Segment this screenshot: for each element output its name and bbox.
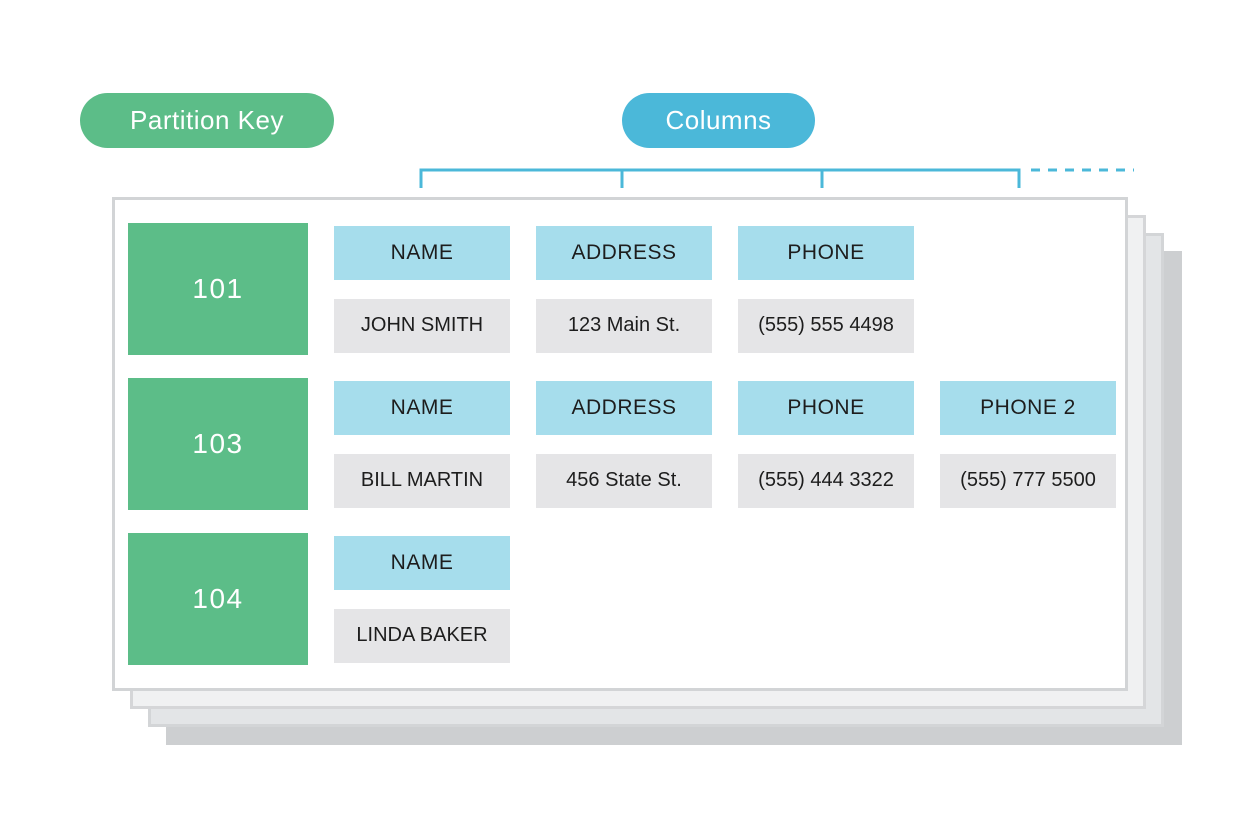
column: PHONE (555) 555 4498 [738, 223, 914, 355]
column: ADDRESS 456 State St. [536, 378, 712, 510]
column: PHONE 2 (555) 777 5500 [940, 378, 1116, 510]
column-header: PHONE [738, 380, 914, 435]
column-value: LINDA BAKER [334, 608, 510, 663]
table-row: 104 NAME LINDA BAKER [128, 533, 1125, 665]
column-value: 123 Main St. [536, 298, 712, 353]
column-header: PHONE [738, 225, 914, 280]
column-value: BILL MARTIN [334, 453, 510, 508]
partition-key-cell: 104 [128, 533, 308, 665]
column-value: (555) 555 4498 [738, 298, 914, 353]
table-row: 103 NAME BILL MARTIN ADDRESS 456 State S… [128, 378, 1125, 510]
column-value: (555) 444 3322 [738, 453, 914, 508]
column-header: PHONE 2 [940, 380, 1116, 435]
column-header: NAME [334, 535, 510, 590]
partition-key-cell: 101 [128, 223, 308, 355]
column: NAME LINDA BAKER [334, 533, 510, 665]
columns-pill: Columns [622, 93, 815, 148]
column-value: (555) 777 5500 [940, 453, 1116, 508]
partition-key-pill: Partition Key [80, 93, 334, 148]
column: NAME BILL MARTIN [334, 378, 510, 510]
column-header: NAME [334, 380, 510, 435]
column-header: ADDRESS [536, 225, 712, 280]
column: NAME JOHN SMITH [334, 223, 510, 355]
column-value: JOHN SMITH [334, 298, 510, 353]
table-row: 101 NAME JOHN SMITH ADDRESS 123 Main St.… [128, 223, 1125, 355]
column: ADDRESS 123 Main St. [536, 223, 712, 355]
wide-column-table-card: 101 NAME JOHN SMITH ADDRESS 123 Main St.… [112, 197, 1128, 691]
partition-key-pill-label: Partition Key [130, 105, 284, 135]
columns-pill-label: Columns [665, 105, 772, 135]
column-header: NAME [334, 225, 510, 280]
column: PHONE (555) 444 3322 [738, 378, 914, 510]
partition-key-cell: 103 [128, 378, 308, 510]
column-value: 456 State St. [536, 453, 712, 508]
column-header: ADDRESS [536, 380, 712, 435]
